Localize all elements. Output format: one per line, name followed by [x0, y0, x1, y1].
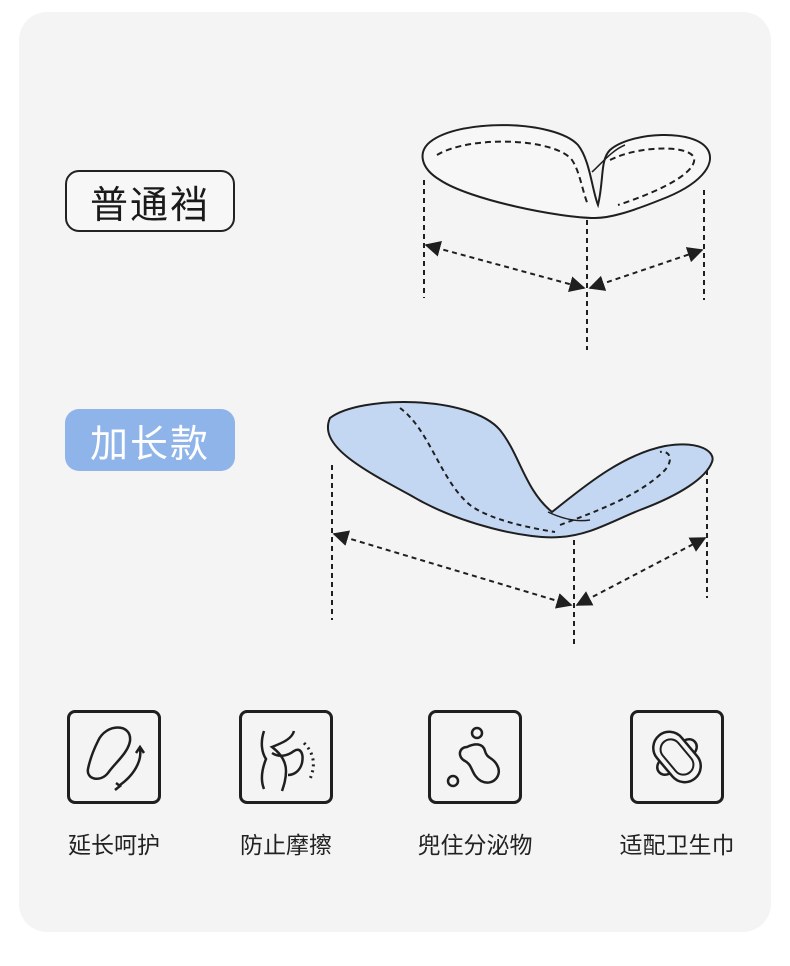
- extended-crotch-label: 加长款: [65, 409, 235, 471]
- normal-crotch-diagram: [421, 124, 711, 350]
- crotch-illustrations: [327, 124, 714, 648]
- feature-label-secretion: 兜住分泌物: [417, 833, 533, 859]
- anti-friction-body-icon: [239, 710, 333, 804]
- extended-pad-icon: [67, 710, 161, 804]
- feature-label-anti-friction: 防止摩擦: [240, 833, 332, 859]
- normal-crotch-label: 普通裆: [65, 170, 235, 232]
- feature-label-extended: 延长呵护: [68, 833, 160, 859]
- extended-crotch-diagram: [327, 401, 714, 648]
- droplets-icon: [428, 710, 522, 804]
- feature-label-pad-compatible: 适配卫生巾: [619, 833, 735, 859]
- sanitary-pad-icon: [630, 710, 724, 804]
